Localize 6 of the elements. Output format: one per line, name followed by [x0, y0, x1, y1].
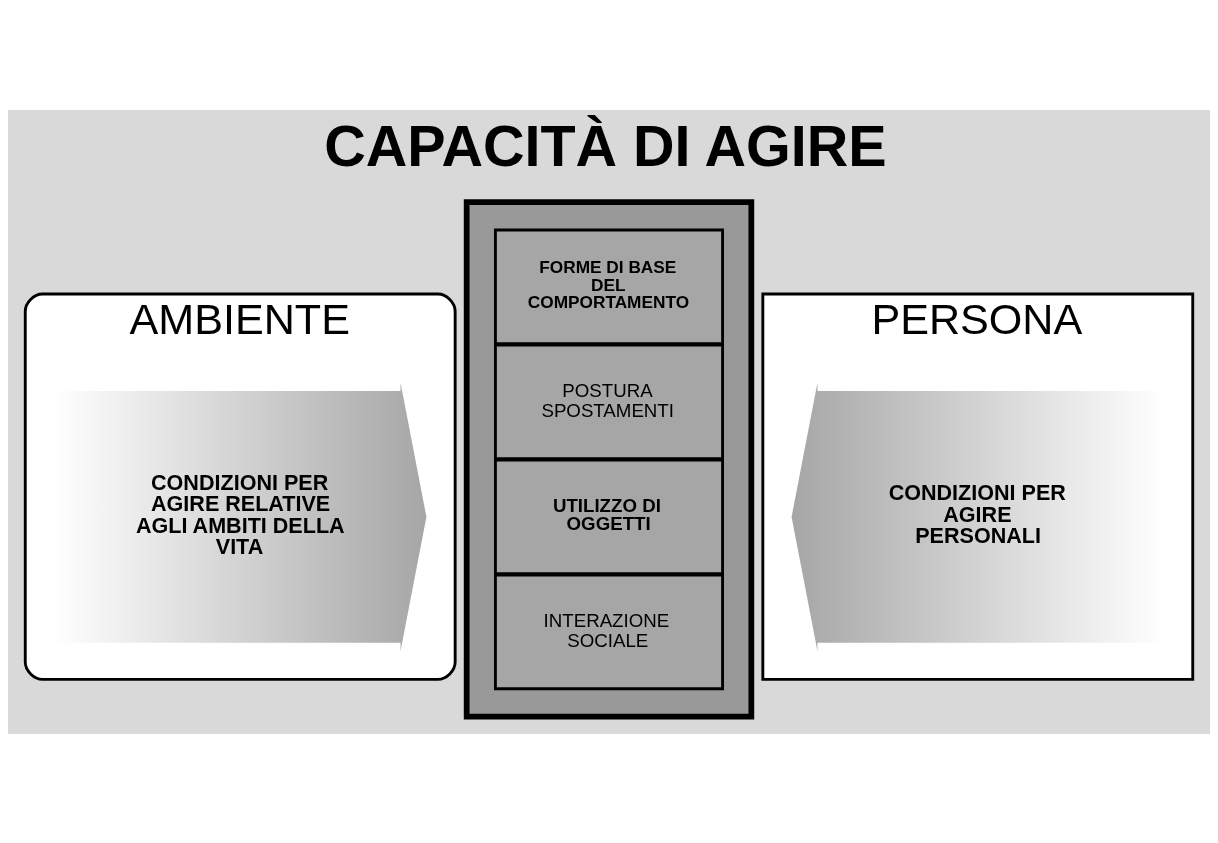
node-box: FORME DI BASE DEL COMPORTAMENTO [493, 228, 725, 345]
node-box: POSTURA SPOSTAMENTI [493, 343, 725, 460]
node-box: UTILIZZO DI OGGETTI [493, 458, 725, 575]
diagram-title: CAPACITÀ DI AGIRE [324, 113, 887, 178]
cluster [463, 198, 755, 720]
node-box: INTERAZIONE SOCIALE [493, 573, 725, 690]
